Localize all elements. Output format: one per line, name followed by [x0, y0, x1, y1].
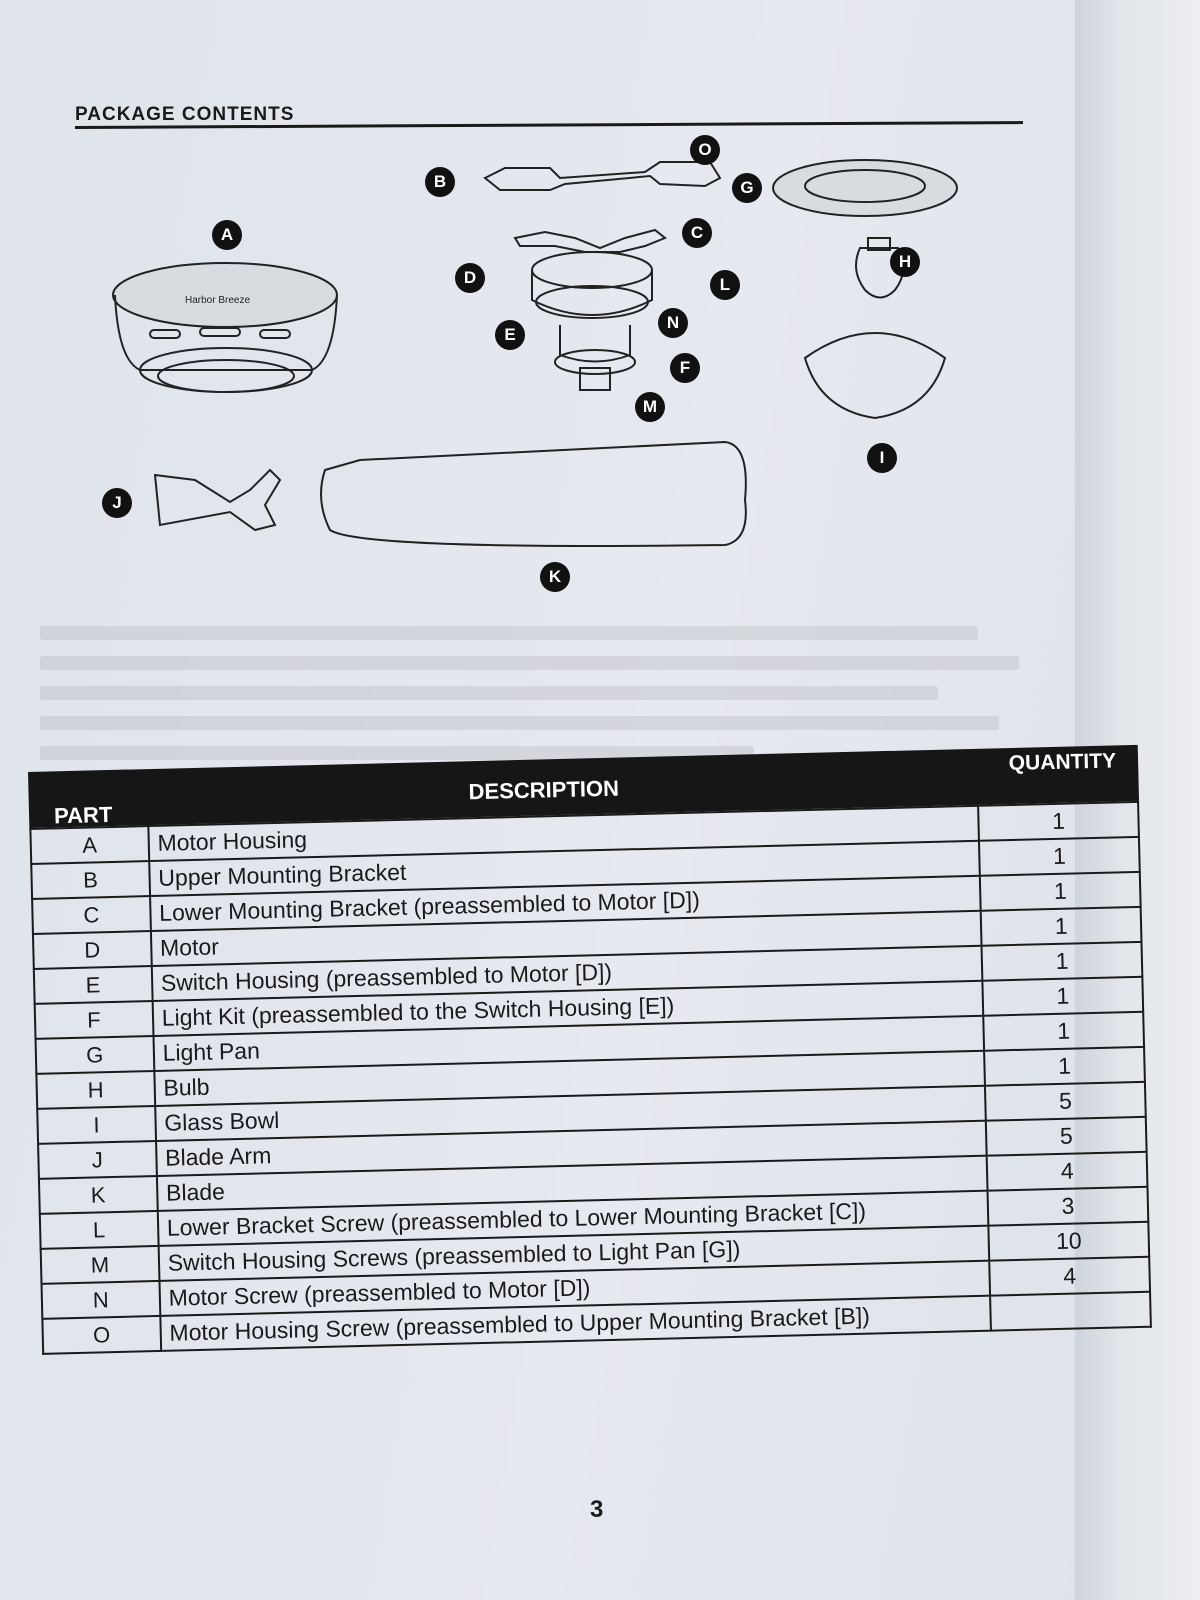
quantity-cell: 1 [980, 871, 1141, 911]
part-cell: K [38, 1175, 158, 1214]
quantity-cell: 4 [986, 1151, 1148, 1191]
blade-arm-drawing [153, 468, 282, 532]
quantity-cell: 1 [982, 976, 1144, 1016]
callout-k-badge: K [540, 562, 570, 592]
glass-bowl-drawing [803, 332, 947, 420]
part-cell: H [36, 1071, 155, 1109]
parts-illustration: Harbor Breeze [112, 159, 958, 547]
part-cell: D [32, 931, 152, 969]
bleed-through-texture [40, 610, 1060, 770]
quantity-cell: 1 [984, 1046, 1145, 1086]
part-cell: O [42, 1315, 161, 1354]
quantity-cell: 1 [979, 836, 1140, 876]
callout-a-badge: A [212, 220, 242, 250]
motor-housing-drawing: Harbor Breeze [112, 262, 338, 393]
motor-drawing [531, 251, 653, 319]
callout-d-badge: D [455, 263, 485, 293]
quantity-cell: 3 [987, 1186, 1149, 1226]
callout-n-badge: N [658, 308, 688, 338]
callout-e-badge: E [495, 320, 525, 350]
part-cell: F [34, 1001, 154, 1039]
callout-f-badge: F [670, 353, 700, 383]
quantity-cell: 1 [983, 1011, 1145, 1051]
blade-drawing [320, 440, 747, 547]
light-pan-drawing [772, 159, 958, 217]
quantity-cell: 10 [988, 1221, 1150, 1261]
quantity-cell: 1 [978, 801, 1139, 841]
part-cell: N [41, 1280, 161, 1319]
header-quantity: QUANTITY [1008, 749, 1117, 776]
callout-j-badge: J [102, 488, 132, 518]
quantity-cell: 5 [985, 1081, 1146, 1121]
header-part: PART [53, 801, 113, 829]
header-description: DESCRIPTION [468, 775, 620, 805]
part-cell: I [37, 1105, 156, 1144]
lower-bracket-drawing [513, 228, 667, 253]
part-cell: E [33, 966, 153, 1004]
callout-h-badge: H [890, 247, 920, 277]
quantity-cell: 1 [981, 941, 1143, 981]
quantity-cell: 4 [989, 1256, 1151, 1296]
callout-i-badge: I [867, 443, 897, 473]
part-cell: B [31, 861, 150, 899]
quantity-cell: 1 [980, 906, 1142, 946]
callout-m-badge: M [635, 392, 665, 422]
callout-l-badge: L [710, 270, 740, 300]
part-cell: M [40, 1245, 160, 1284]
upper-bracket-drawing [483, 161, 722, 191]
switch-housing-drawing [554, 325, 636, 391]
parts-diagram: Harbor Breeze [60, 130, 1060, 610]
callout-b-badge: B [425, 167, 455, 197]
callout-g-badge: G [732, 173, 762, 203]
housing-brand: Harbor Breeze [185, 295, 250, 306]
part-cell: G [35, 1036, 155, 1074]
part-cell: A [30, 826, 149, 864]
page-number: 3 [590, 1496, 604, 1523]
quantity-cell [990, 1291, 1151, 1331]
part-cell: C [32, 896, 151, 934]
callout-c-badge: C [682, 218, 712, 248]
part-cell: L [39, 1210, 159, 1249]
quantity-cell: 5 [986, 1116, 1147, 1156]
callout-o-badge: O [690, 135, 720, 165]
part-cell: J [38, 1140, 157, 1179]
section-title: PACKAGE CONTENTS [75, 104, 295, 125]
